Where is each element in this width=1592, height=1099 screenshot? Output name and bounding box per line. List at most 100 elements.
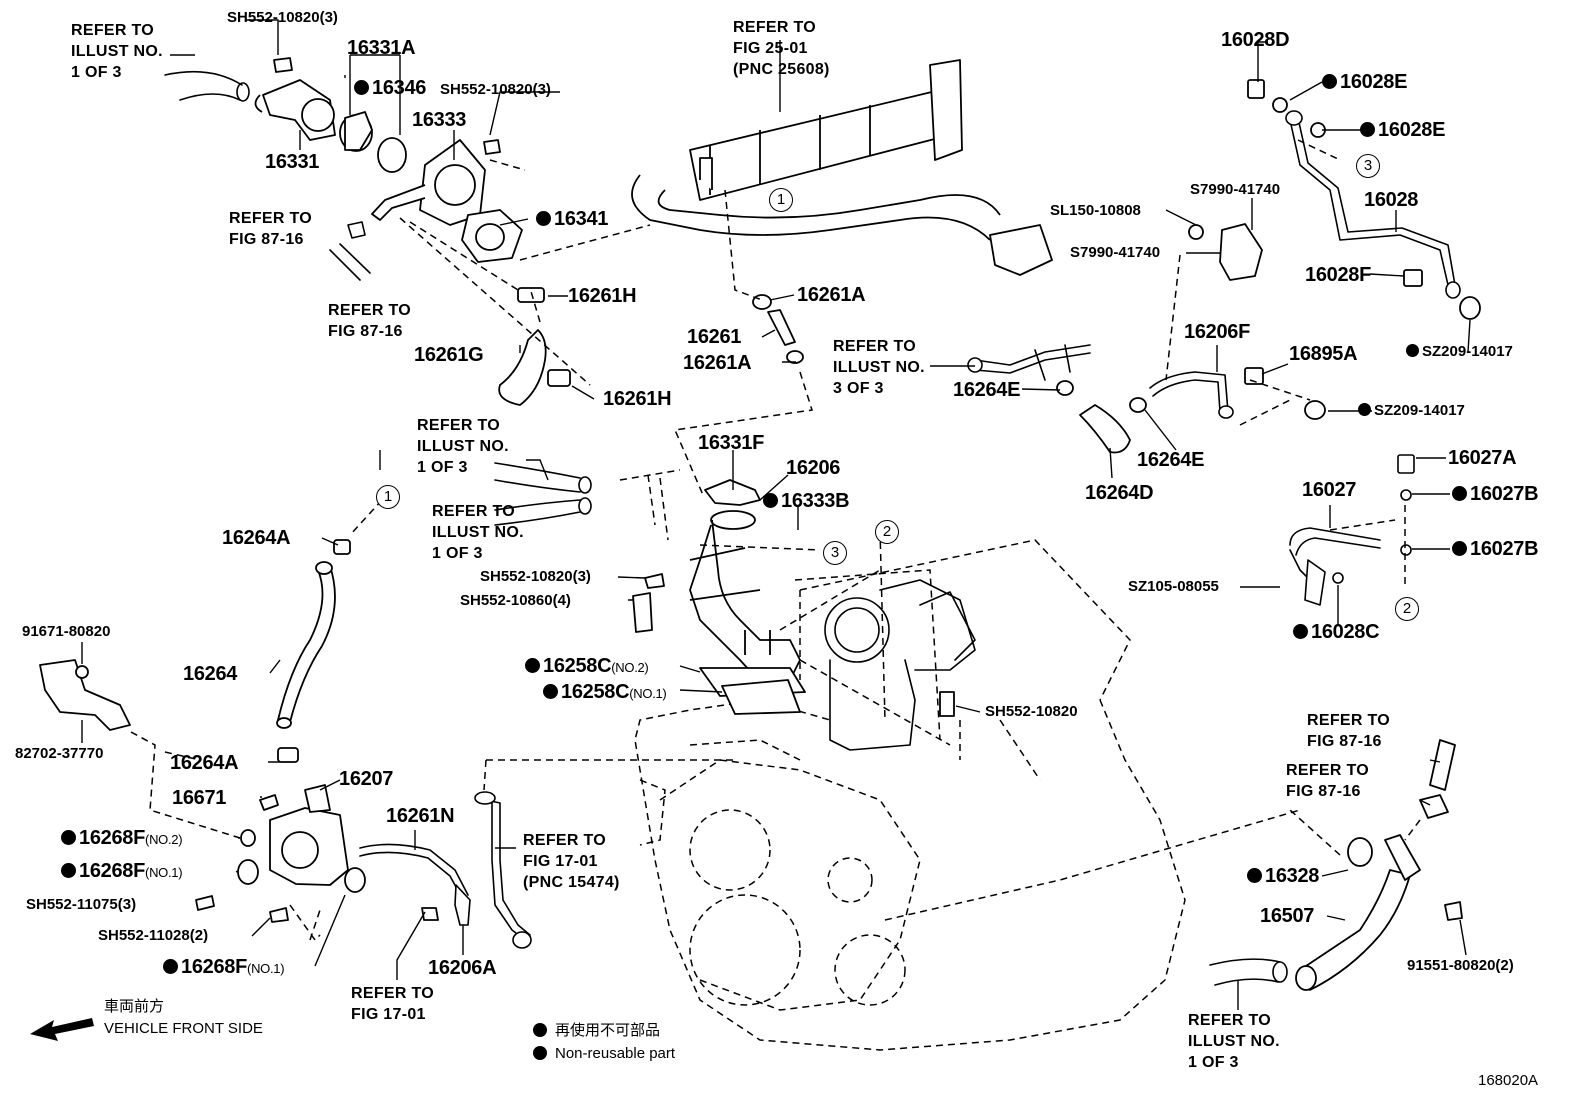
part-label: SH552-10820 xyxy=(985,703,1078,720)
non-reusable-dot-icon xyxy=(533,1023,547,1037)
pipe-16206F xyxy=(1149,371,1234,419)
callout-2: 2 xyxy=(875,520,899,544)
part-label: S7990-41740 xyxy=(1190,181,1281,198)
part-label: 16261A xyxy=(683,352,752,374)
pipe-16261N xyxy=(359,843,471,926)
part-label: 16206A xyxy=(428,957,497,979)
part-label: 16264A xyxy=(222,527,291,549)
non-reusable-dot-icon xyxy=(533,1046,547,1060)
figure-number: 168020A xyxy=(1478,1072,1539,1089)
part-label: 16027B xyxy=(1452,539,1539,559)
union-16895A xyxy=(1244,269,1481,420)
bolts-water-pump xyxy=(195,57,955,923)
vehicle-front-label: 車両前方 VEHICLE FRONT SIDE xyxy=(104,998,263,1037)
legend-en: Non-reusable part xyxy=(533,1042,675,1065)
part-label: 16333 xyxy=(412,109,467,131)
part-label: 16328 xyxy=(1247,866,1319,886)
part-label: 16027B xyxy=(1452,484,1539,504)
part-label: 16333B xyxy=(763,491,850,511)
arrow-left-icon xyxy=(30,1018,94,1041)
part-label: 16028C xyxy=(1293,622,1380,642)
part-label: 16258C(NO.2) xyxy=(525,656,649,676)
part-label: SH552-10820(3) xyxy=(440,81,551,98)
part-label: 16028E xyxy=(1322,72,1407,92)
part-label: 16207 xyxy=(339,768,394,790)
hose-refer-87-16 xyxy=(329,221,371,281)
part-label: 16268F(NO.1) xyxy=(61,861,183,881)
clamp-16261H xyxy=(517,287,545,303)
part-label: 16027A xyxy=(1448,447,1517,469)
callout-3: 3 xyxy=(823,541,847,565)
pipe-16264E-upper xyxy=(967,344,1091,381)
part-label: 16258C(NO.1) xyxy=(543,682,667,702)
callout-2: 2 xyxy=(1395,597,1419,621)
part-label: 16028F xyxy=(1305,264,1372,286)
water-pump-16207 xyxy=(237,747,366,893)
part-label: SH552-11028(2) xyxy=(98,927,209,944)
ref-illust-1of3-topleft: REFER TO ILLUST NO. 1 OF 3 xyxy=(71,22,163,81)
legend-jp: 再使用不可部品 xyxy=(533,1019,675,1042)
part-label: 16206F xyxy=(1184,321,1251,343)
part-label: 16331 xyxy=(265,151,320,173)
dashed-connectors xyxy=(130,139,1421,942)
part-label: 16671 xyxy=(172,787,227,809)
part-label: 16261 xyxy=(687,326,742,348)
part-label: S7990-41740 xyxy=(1070,244,1161,261)
ref-fig-87-16-b: REFER TO FIG 87-16 xyxy=(328,302,412,340)
callout-3: 3 xyxy=(1356,154,1380,178)
ref-illust-1of3-mid-b: REFER TO ILLUST NO. 1 OF 3 xyxy=(432,503,524,562)
callout-1: 1 xyxy=(376,485,400,509)
part-label: 91551-80820(2) xyxy=(1407,957,1514,974)
part-label: SH552-10860(4) xyxy=(460,592,571,609)
bracket-S7990 xyxy=(1188,223,1263,281)
ref-fig-87-16-d: REFER TO FIG 87-16 xyxy=(1286,762,1370,800)
part-label: 16261H xyxy=(603,388,672,410)
callout-1: 1 xyxy=(769,188,793,212)
pipe-16027 xyxy=(1289,454,1415,606)
bracket-82702 xyxy=(39,659,131,731)
ref-illust-3of3: REFER TO ILLUST NO. 3 OF 3 xyxy=(833,338,925,397)
legend: 再使用不可部品 Non-reusable part xyxy=(533,1019,675,1065)
turbo-housing xyxy=(824,579,976,751)
outlet-16507 xyxy=(1295,739,1463,991)
part-label: 16264 xyxy=(183,663,238,685)
ref-illust-1of3-mid-a: REFER TO ILLUST NO. 1 OF 3 xyxy=(417,417,509,476)
part-label: 91671-80820 xyxy=(22,623,111,640)
pipe-16268-dip xyxy=(474,791,532,949)
ref-fig-17-01: REFER TO FIG 17-01 xyxy=(351,985,435,1023)
hose-bottom-right xyxy=(1209,958,1288,986)
ref-illust-1of3-bottom: REFER TO ILLUST NO. 1 OF 3 xyxy=(1188,1012,1280,1071)
ref-fig-25-01: REFER TO FIG 25-01 (PNC 25608) xyxy=(733,19,830,78)
part-label: SL150-10808 xyxy=(1050,202,1141,219)
part-label: 16027 xyxy=(1302,479,1357,501)
part-label: 16264D xyxy=(1085,482,1154,504)
hose-top-left xyxy=(164,70,250,102)
part-label: 16261H xyxy=(568,285,637,307)
part-label: 16261A xyxy=(797,284,866,306)
ref-fig-17-01-pnc: REFER TO FIG 17-01 (PNC 15474) xyxy=(523,832,620,891)
pipe-16028 xyxy=(1285,110,1461,299)
part-label: 16028 xyxy=(1364,189,1419,211)
part-label: 16268F(NO.1) xyxy=(163,957,285,977)
part-label: 16331F xyxy=(698,432,765,454)
part-label: SH552-10820(3) xyxy=(227,9,338,26)
part-label: 16264A xyxy=(170,752,239,774)
engine-block xyxy=(634,539,1301,1051)
part-label: 16507 xyxy=(1260,905,1315,927)
part-label: SH552-10820(3) xyxy=(480,568,591,585)
hose-16261G xyxy=(498,329,571,406)
egr-pipe xyxy=(631,59,1053,276)
part-label: SZ209-14017 xyxy=(1406,344,1513,359)
part-label: 16346 xyxy=(354,78,426,98)
part-label: 16264E xyxy=(953,379,1021,401)
part-label: 16261N xyxy=(386,805,455,827)
ref-fig-87-16-a: REFER TO FIG 87-16 xyxy=(229,210,313,248)
part-label: 82702-37770 xyxy=(15,745,104,762)
part-label: SH552-11075(3) xyxy=(26,896,137,913)
part-label: 16028D xyxy=(1221,29,1290,51)
bolt-16028D xyxy=(1247,79,1326,138)
part-label: SZ209-14017 xyxy=(1358,403,1465,418)
hose-16264D xyxy=(1056,380,1147,454)
part-label: 16264E xyxy=(1137,449,1205,471)
